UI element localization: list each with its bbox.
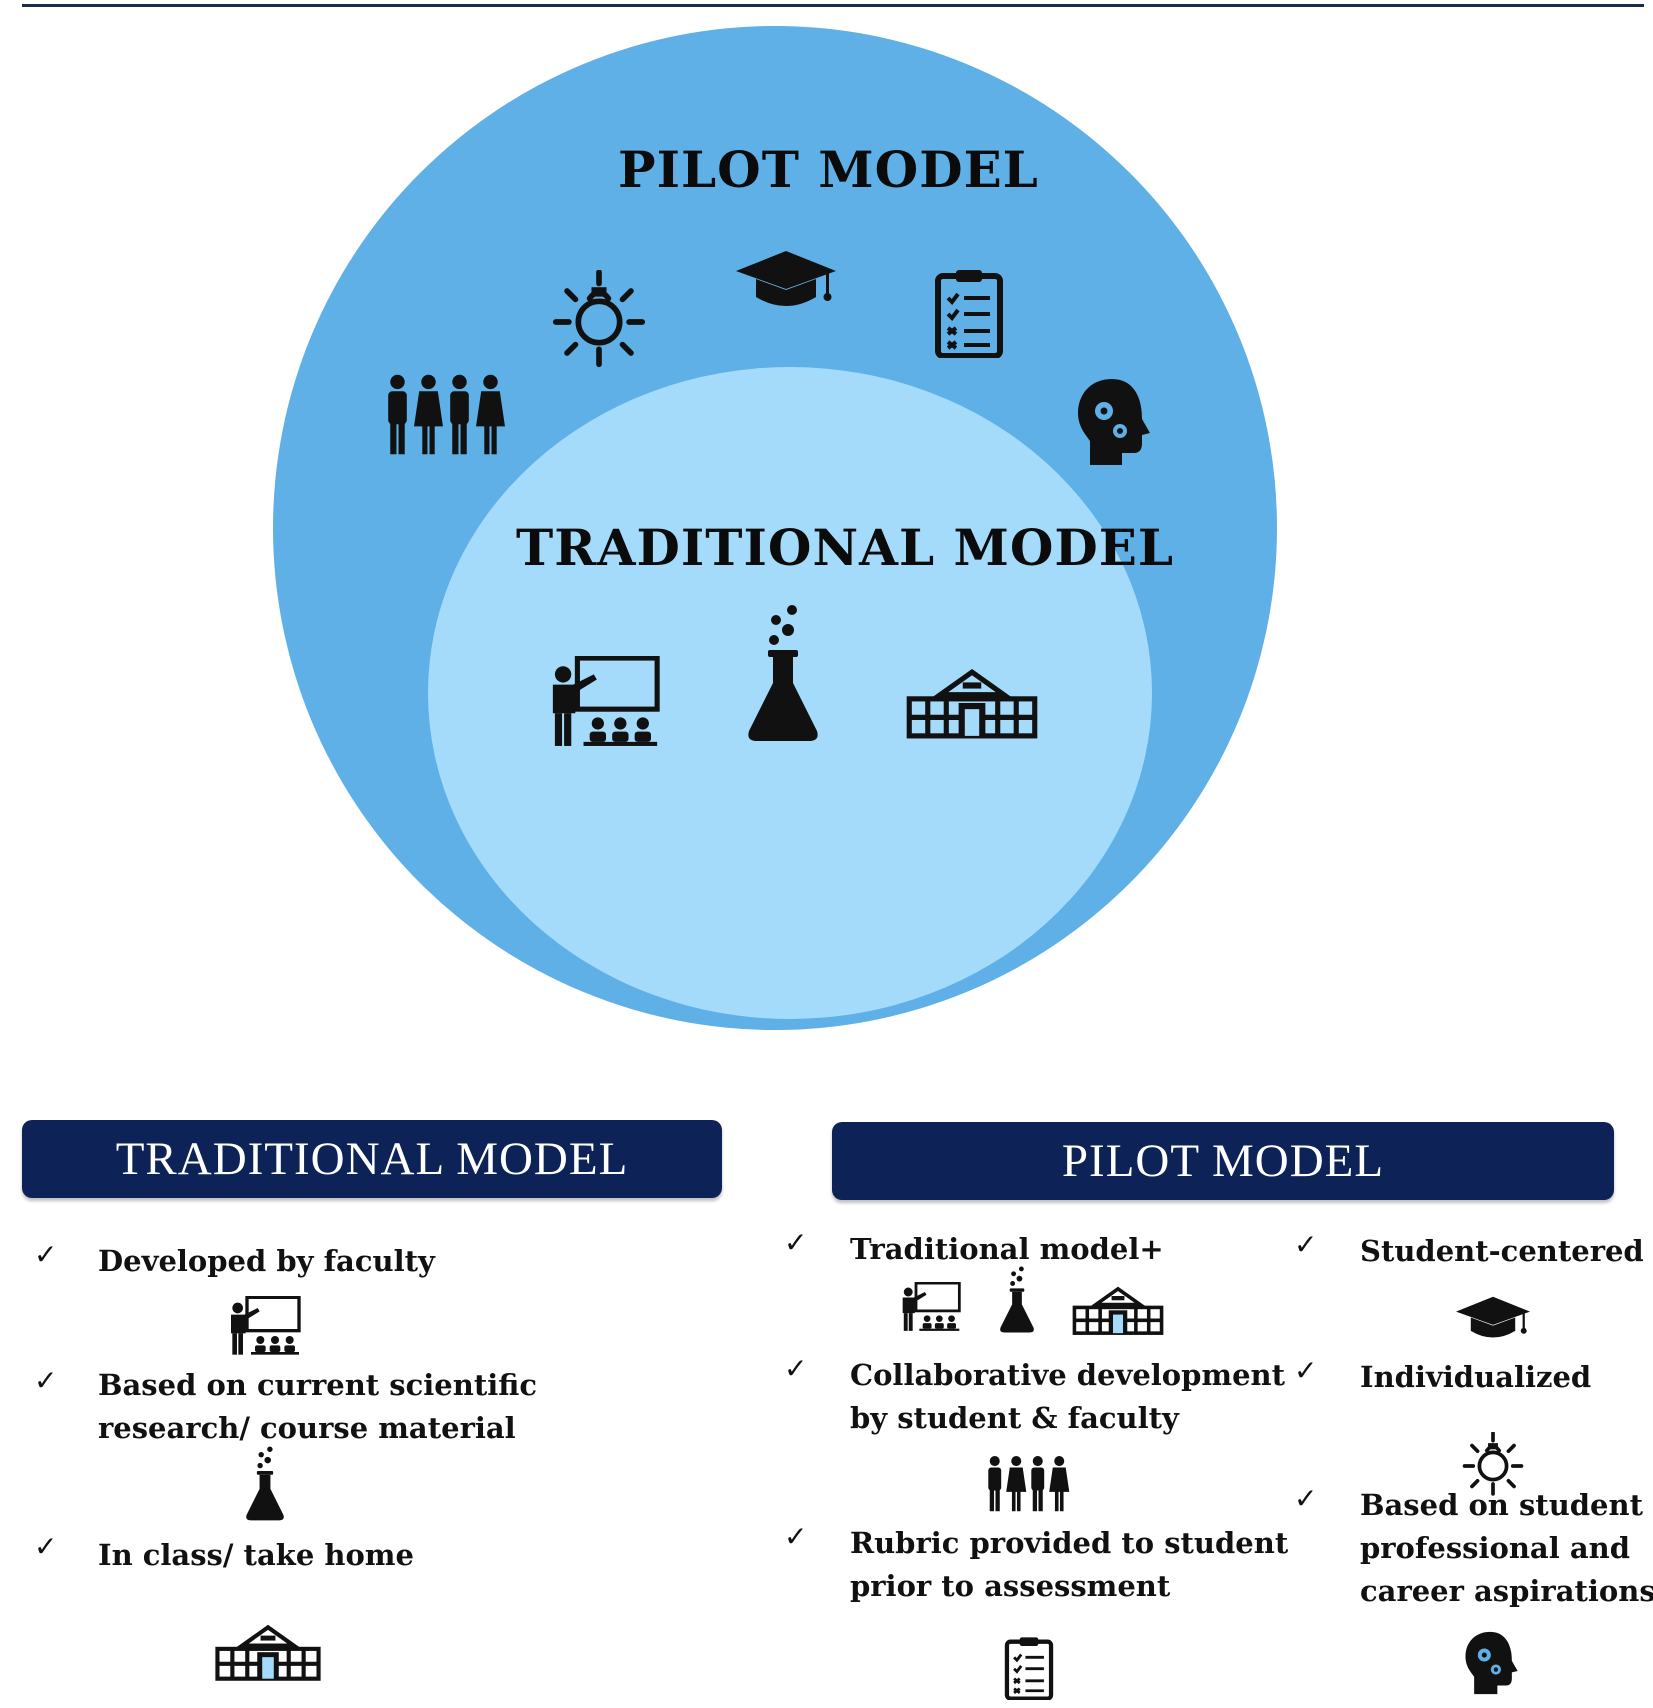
head-gears-icon bbox=[1076, 376, 1156, 468]
traditional-item-3: In class/ take home bbox=[98, 1538, 414, 1572]
flask-icon bbox=[246, 1446, 284, 1522]
clipboard-icon bbox=[1004, 1636, 1054, 1700]
head-gears-icon bbox=[1464, 1630, 1522, 1696]
lightbulb-icon bbox=[552, 270, 646, 374]
flask-icon bbox=[1000, 1266, 1034, 1334]
check-icon: ✓ bbox=[784, 1226, 808, 1259]
school-icon bbox=[904, 668, 1040, 740]
graduation-cap-icon bbox=[736, 250, 836, 312]
clipboard-icon bbox=[934, 268, 1004, 358]
people-icon bbox=[382, 372, 506, 458]
pilot-model-banner: PILOT MODEL bbox=[832, 1122, 1614, 1200]
pilot-item-5: Individualized bbox=[1360, 1360, 1592, 1394]
flask-icon bbox=[748, 600, 818, 748]
check-icon: ✓ bbox=[1294, 1482, 1318, 1515]
check-icon: ✓ bbox=[1294, 1228, 1318, 1261]
check-icon: ✓ bbox=[34, 1530, 58, 1563]
check-icon: ✓ bbox=[784, 1520, 808, 1553]
check-icon: ✓ bbox=[784, 1352, 808, 1385]
traditional-item-1: Developed by faculty bbox=[98, 1244, 435, 1278]
venn-outer-title: PILOT MODEL bbox=[618, 140, 1039, 199]
school-icon bbox=[212, 1624, 324, 1682]
pilot-item-1: Traditional model+ bbox=[850, 1232, 1164, 1266]
people-icon bbox=[984, 1454, 1070, 1514]
graduation-cap-icon bbox=[1456, 1296, 1530, 1342]
teacher-icon bbox=[228, 1296, 302, 1356]
pilot-item-4: Student-centered bbox=[1360, 1234, 1644, 1268]
teacher-icon bbox=[900, 1282, 962, 1332]
check-icon: ✓ bbox=[34, 1364, 58, 1397]
school-icon bbox=[1070, 1286, 1166, 1336]
traditional-model-banner: TRADITIONAL MODEL bbox=[22, 1120, 722, 1198]
teacher-icon bbox=[548, 656, 662, 748]
check-icon: ✓ bbox=[1294, 1354, 1318, 1387]
check-icon: ✓ bbox=[34, 1238, 58, 1271]
top-rule bbox=[22, 4, 1644, 7]
venn-inner-title: TRADITIONAL MODEL bbox=[516, 518, 1175, 577]
